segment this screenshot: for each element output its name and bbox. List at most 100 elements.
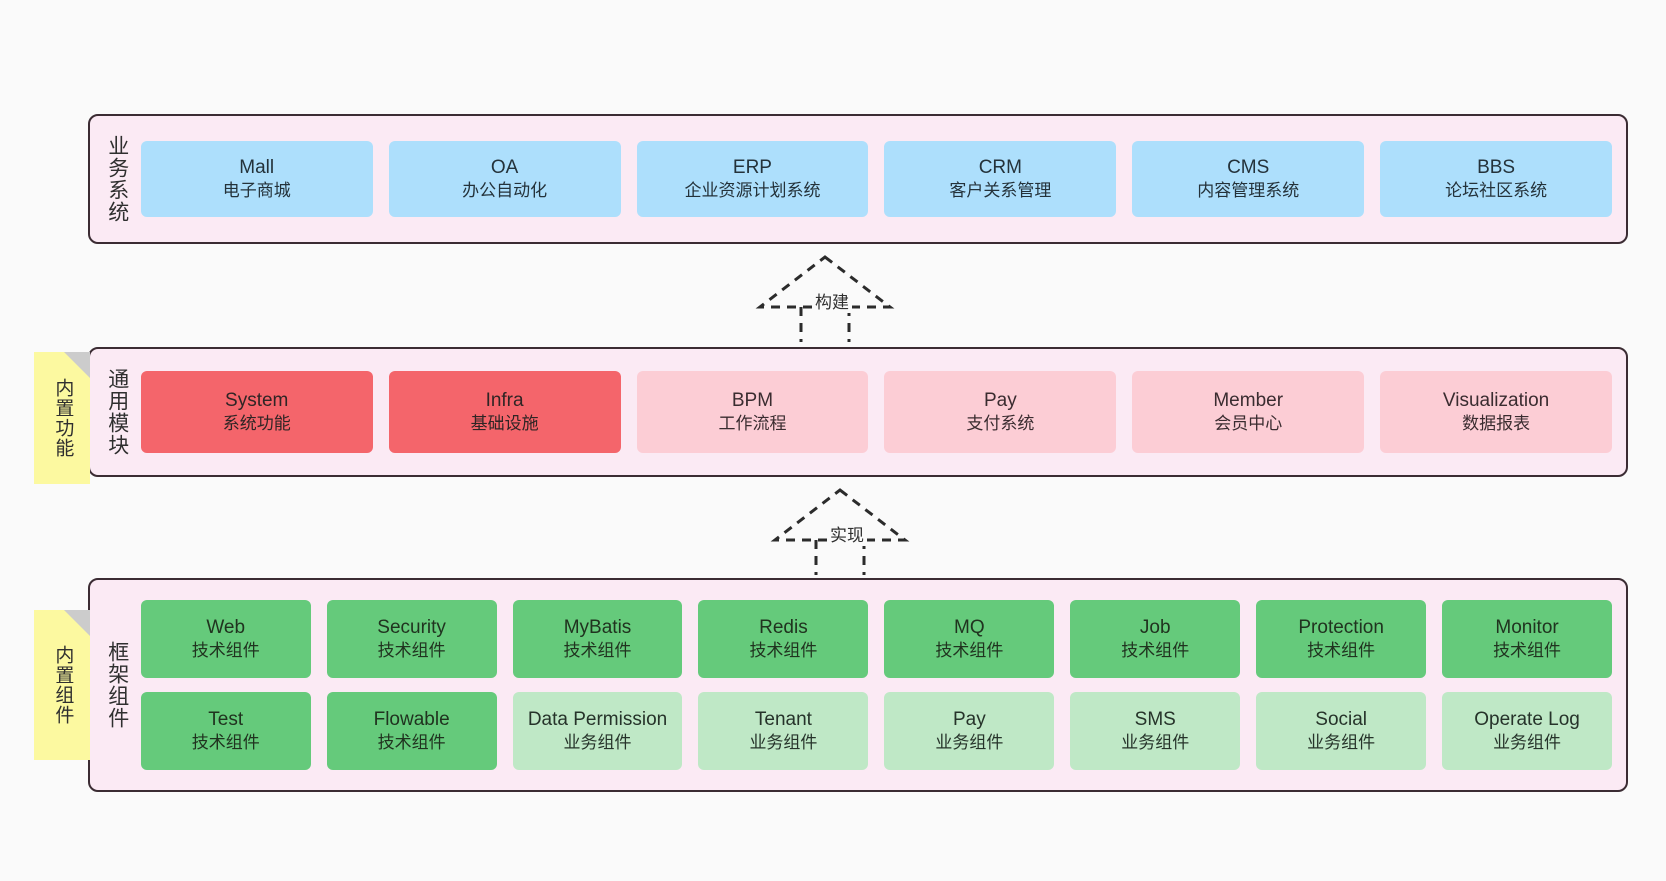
card-title: Social bbox=[1315, 708, 1368, 730]
card-oa[interactable]: OA 办公自动化 bbox=[388, 141, 621, 217]
card-security[interactable]: Security 技术组件 bbox=[326, 600, 497, 678]
layer-label-modules: 通用模块 bbox=[105, 368, 129, 456]
card-title: Job bbox=[1139, 616, 1171, 638]
layer-label-framework: 框架组件 bbox=[105, 641, 129, 729]
card-title: MyBatis bbox=[563, 616, 632, 638]
card-crm[interactable]: CRM 客户关系管理 bbox=[884, 141, 1117, 217]
card-subtitle: 支付系统 bbox=[966, 414, 1035, 434]
card-title: SMS bbox=[1134, 708, 1176, 730]
card-title: Protection bbox=[1298, 616, 1384, 638]
layer-panel-framework: 框架组件 Web 技术组件 Security 技术组件 MyBatis 技术组件… bbox=[88, 578, 1628, 792]
card-subtitle: 论坛社区系统 bbox=[1445, 181, 1548, 201]
card-subtitle: 业务组件 bbox=[563, 733, 632, 753]
layer-body-business: Mall 电子商城 OA 办公自动化 ERP 企业资源计划系统 CRM 客户关系… bbox=[137, 141, 1626, 217]
card-operate-log[interactable]: Operate Log 业务组件 bbox=[1442, 692, 1613, 770]
sticky-note-label: 内置组件 bbox=[52, 645, 74, 725]
card-title: Operate Log bbox=[1474, 708, 1580, 730]
card-system[interactable]: System 系统功能 bbox=[140, 371, 373, 453]
card-tenant[interactable]: Tenant 业务组件 bbox=[698, 692, 869, 770]
card-subtitle: 技术组件 bbox=[935, 641, 1004, 661]
card-bpm[interactable]: BPM 工作流程 bbox=[636, 371, 869, 453]
card-cms[interactable]: CMS 内容管理系统 bbox=[1132, 141, 1365, 217]
card-title: Web bbox=[206, 616, 246, 638]
note-fold-corner-icon bbox=[64, 352, 90, 378]
card-subtitle: 业务组件 bbox=[1121, 733, 1190, 753]
business-row: Mall 电子商城 OA 办公自动化 ERP 企业资源计划系统 CRM 客户关系… bbox=[140, 141, 1613, 217]
card-subtitle: 业务组件 bbox=[1307, 733, 1376, 753]
card-test[interactable]: Test 技术组件 bbox=[140, 692, 311, 770]
card-flowable[interactable]: Flowable 技术组件 bbox=[326, 692, 497, 770]
card-title: MQ bbox=[954, 616, 985, 638]
layer-body-modules: System 系统功能 Infra 基础设施 BPM 工作流程 Pay 支付系统… bbox=[137, 371, 1626, 453]
card-title: Test bbox=[208, 708, 244, 730]
card-mybatis[interactable]: MyBatis 技术组件 bbox=[512, 600, 683, 678]
card-member[interactable]: Member 会员中心 bbox=[1132, 371, 1365, 453]
card-subtitle: 企业资源计划系统 bbox=[684, 181, 821, 201]
card-title: OA bbox=[490, 156, 519, 178]
card-mq[interactable]: MQ 技术组件 bbox=[884, 600, 1055, 678]
card-title: Flowable bbox=[373, 708, 450, 730]
card-title: Pay bbox=[983, 389, 1017, 411]
card-pay-module[interactable]: Pay 支付系统 bbox=[884, 371, 1117, 453]
card-title: Monitor bbox=[1495, 616, 1559, 638]
card-title: BBS bbox=[1477, 156, 1516, 178]
layer-body-framework: Web 技术组件 Security 技术组件 MyBatis 技术组件 Redi… bbox=[137, 600, 1626, 770]
card-subtitle: 数据报表 bbox=[1462, 414, 1531, 434]
sticky-note-builtin-component: 内置组件 bbox=[34, 610, 90, 760]
card-subtitle: 技术组件 bbox=[377, 641, 446, 661]
card-redis[interactable]: Redis 技术组件 bbox=[698, 600, 869, 678]
card-subtitle: 办公自动化 bbox=[462, 181, 548, 201]
card-title: CRM bbox=[978, 156, 1022, 178]
card-subtitle: 电子商城 bbox=[222, 181, 291, 201]
card-subtitle: 技术组件 bbox=[191, 733, 260, 753]
card-subtitle: 内容管理系统 bbox=[1197, 181, 1300, 201]
card-mall[interactable]: Mall 电子商城 bbox=[140, 141, 373, 217]
card-subtitle: 技术组件 bbox=[749, 641, 818, 661]
card-title: Security bbox=[377, 616, 446, 638]
card-subtitle: 技术组件 bbox=[191, 641, 260, 661]
card-subtitle: 业务组件 bbox=[1493, 733, 1562, 753]
card-infra[interactable]: Infra 基础设施 bbox=[388, 371, 621, 453]
card-title: System bbox=[225, 389, 289, 411]
card-subtitle: 技术组件 bbox=[1493, 641, 1562, 661]
card-web[interactable]: Web 技术组件 bbox=[140, 600, 311, 678]
card-pay-component[interactable]: Pay 业务组件 bbox=[884, 692, 1055, 770]
card-title: Data Permission bbox=[527, 708, 668, 730]
connector-implement-label: 实现 bbox=[827, 521, 867, 546]
card-protection[interactable]: Protection 技术组件 bbox=[1256, 600, 1427, 678]
card-title: Infra bbox=[485, 389, 524, 411]
card-job[interactable]: Job 技术组件 bbox=[1070, 600, 1241, 678]
layer-panel-business: 业务系统 Mall 电子商城 OA 办公自动化 ERP 企业资源计划系统 CRM… bbox=[88, 114, 1628, 244]
modules-row: System 系统功能 Infra 基础设施 BPM 工作流程 Pay 支付系统… bbox=[140, 371, 1613, 453]
card-visualization[interactable]: Visualization 数据报表 bbox=[1380, 371, 1613, 453]
card-subtitle: 技术组件 bbox=[1307, 641, 1376, 661]
card-bbs[interactable]: BBS 论坛社区系统 bbox=[1380, 141, 1613, 217]
layer-label-business: 业务系统 bbox=[105, 135, 129, 223]
card-title: Member bbox=[1213, 389, 1284, 411]
card-subtitle: 系统功能 bbox=[222, 414, 291, 434]
card-title: ERP bbox=[732, 156, 772, 178]
card-subtitle: 工作流程 bbox=[718, 414, 787, 434]
card-subtitle: 技术组件 bbox=[563, 641, 632, 661]
card-title: Visualization bbox=[1442, 389, 1550, 411]
card-title: Redis bbox=[759, 616, 808, 638]
framework-row-2: Test 技术组件 Flowable 技术组件 Data Permission … bbox=[140, 692, 1613, 770]
card-subtitle: 基础设施 bbox=[470, 414, 539, 434]
card-subtitle: 会员中心 bbox=[1214, 414, 1283, 434]
card-title: CMS bbox=[1227, 156, 1270, 178]
layer-panel-modules: 通用模块 System 系统功能 Infra 基础设施 BPM 工作流程 Pay… bbox=[88, 347, 1628, 477]
card-monitor[interactable]: Monitor 技术组件 bbox=[1442, 600, 1613, 678]
sticky-note-builtin-function: 内置功能 bbox=[34, 352, 90, 484]
framework-row-1: Web 技术组件 Security 技术组件 MyBatis 技术组件 Redi… bbox=[140, 600, 1613, 678]
sticky-note-label: 内置功能 bbox=[52, 378, 74, 458]
card-data-permission[interactable]: Data Permission 业务组件 bbox=[512, 692, 683, 770]
card-social[interactable]: Social 业务组件 bbox=[1256, 692, 1427, 770]
card-subtitle: 技术组件 bbox=[1121, 641, 1190, 661]
card-erp[interactable]: ERP 企业资源计划系统 bbox=[636, 141, 869, 217]
card-title: BPM bbox=[731, 389, 774, 411]
connector-build-label: 构建 bbox=[812, 288, 852, 313]
connector-build: 构建 bbox=[755, 252, 905, 344]
card-title: Mall bbox=[239, 156, 275, 178]
card-subtitle: 业务组件 bbox=[749, 733, 818, 753]
card-sms[interactable]: SMS 业务组件 bbox=[1070, 692, 1241, 770]
